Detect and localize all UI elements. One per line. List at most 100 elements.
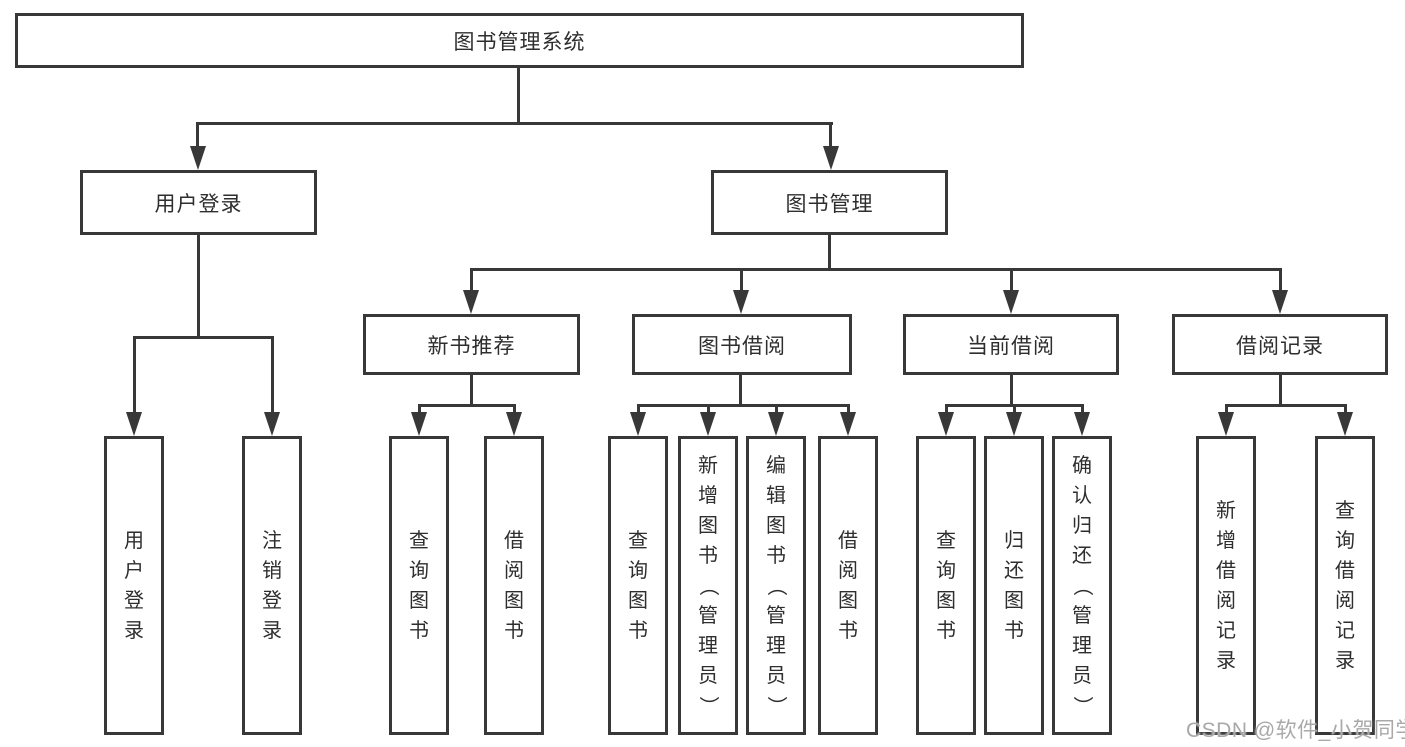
leaf-label-char: 书 [1004,619,1024,642]
connector-arrow [463,290,479,314]
connector-arrow [411,412,427,436]
connector-line [829,122,832,148]
leaf-edit-book-admin: 编辑图书（管理员） [746,436,806,735]
watermark: CSDN @软件_小贺同学 [1186,719,1405,742]
node-user-login: 用户登录 [80,170,317,235]
connector-line [418,404,516,407]
connector-line [847,404,850,416]
leaf-query-book-2: 查询图书 [608,436,668,735]
leaf-label-char: 还 [1004,559,1024,582]
connector-line [133,336,274,339]
connector-arrow [1003,290,1019,314]
leaf-return-book: 归还图书 [984,436,1044,735]
node-borrow-records-label: 借阅记录 [1236,334,1324,358]
leaf-label-char: 查 [628,529,648,552]
leaf-label-char: 销 [262,559,282,582]
connector-line [517,68,520,124]
leaf-label-char: 管 [766,604,786,627]
leaf-label-char: 理 [766,634,786,657]
leaf-label-char: （ [1071,575,1093,596]
leaf-label-char: 图 [698,514,718,537]
leaf-label-char: 员 [1072,664,1092,687]
connector-line [197,235,200,338]
leaf-label-char: 增 [698,484,718,507]
leaf-borrow-book-1: 借阅图书 [484,436,544,735]
leaf-label-char: 用 [124,529,144,552]
leaf-label-char: 借 [1335,559,1355,582]
leaf-label-char: （ [697,575,719,596]
connector-line [470,268,1281,271]
leaf-label-char: ） [765,695,787,716]
leaf-add-borrow-record: 新增借阅记录 [1196,436,1256,735]
connector-line [513,404,516,416]
connector-line [271,336,274,414]
leaf-label-char: 录 [1335,649,1355,672]
connector-line [707,404,710,416]
connector-arrow [126,412,142,436]
leaf-label-char: 注 [262,529,282,552]
leaf-label-char: 借 [838,529,858,552]
connector-line [775,404,778,416]
leaf-label-char: 书 [409,619,429,642]
leaf-label-char: 员 [766,664,786,687]
leaf-label-char: 图 [504,589,524,612]
leaf-label-char: 图 [766,514,786,537]
connector-arrow [700,412,716,436]
leaf-label-char: 管 [1072,604,1092,627]
connector-line [1225,404,1228,416]
leaf-label-char: 借 [1216,559,1236,582]
connector-arrow [823,146,839,170]
connector-line [637,404,850,407]
leaf-logout: 注销登录 [242,436,302,735]
leaf-label-char: 记 [1335,619,1355,642]
leaf-label-char: 登 [262,589,282,612]
connector-line [418,404,421,416]
node-book-management: 图书管理 [711,170,948,235]
connector-line [739,375,742,406]
leaf-borrow-book-2: 借阅图书 [818,436,878,735]
connector-arrow [506,412,522,436]
leaf-label-char: 新 [1216,499,1236,522]
connector-arrow [1218,412,1234,436]
leaf-label-char: 员 [698,664,718,687]
connector-line [470,375,473,406]
leaf-label-char: 询 [409,559,429,582]
leaf-label-char: 图 [628,589,648,612]
leaf-label-char: 阅 [838,559,858,582]
node-book-borrow: 图书借阅 [632,314,852,375]
leaf-query-book-1: 查询图书 [389,436,449,735]
connector-line [1344,404,1347,416]
connector-line [1010,375,1013,406]
leaf-label-char: 理 [1072,634,1092,657]
connector-line [470,268,473,292]
connector-arrow [1074,412,1090,436]
node-new-book-recommend: 新书推荐 [363,314,580,375]
connector-arrow [840,412,856,436]
leaf-label-char: 查 [409,529,429,552]
leaf-label-char: 书 [628,619,648,642]
leaf-label-char: 录 [1216,649,1236,672]
node-current-borrow-label: 当前借阅 [967,334,1055,358]
leaf-label-char: 询 [628,559,648,582]
leaf-label-char: 编 [766,454,786,477]
node-root: 图书管理系统 [15,13,1024,68]
node-borrow-records: 借阅记录 [1172,314,1388,375]
leaf-label-char: 还 [1072,544,1092,567]
leaf-label-char: （ [765,575,787,596]
leaf-label-char: 书 [838,619,858,642]
connector-arrow [938,412,954,436]
connector-arrow [264,412,280,436]
connector-line [1225,404,1347,407]
connector-arrow [630,412,646,436]
leaf-label-char: 询 [936,559,956,582]
node-current-borrow: 当前借阅 [903,314,1119,375]
connector-line [133,336,136,414]
connector-arrow [190,146,206,170]
connector-line [1081,404,1084,416]
leaf-label-char: 认 [1072,484,1092,507]
leaf-label-char: ） [697,695,719,716]
node-book-borrow-label: 图书借阅 [698,334,786,358]
connector-arrow [1272,290,1288,314]
connector-line [1279,375,1282,406]
